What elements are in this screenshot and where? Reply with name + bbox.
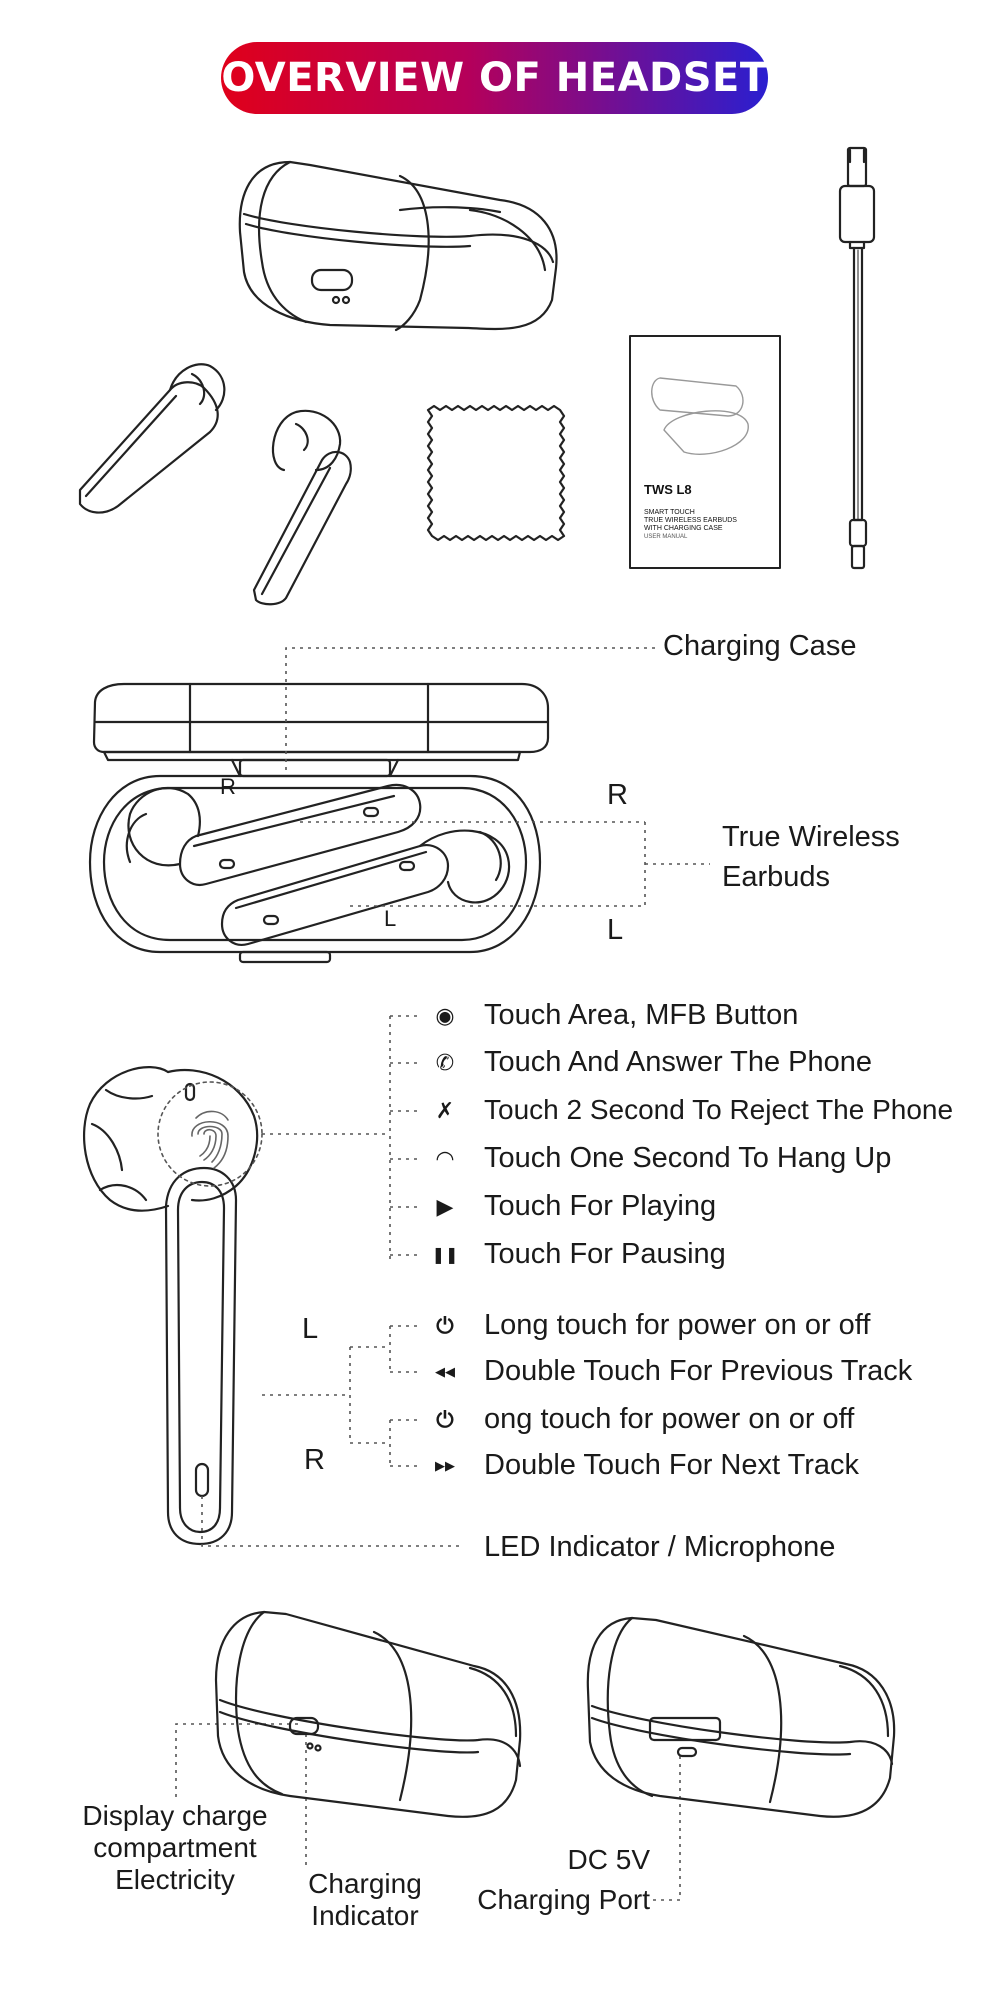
fingerprint-icon: ◉ [435,1003,455,1028]
true-wireless-label: True Wireless [722,821,900,853]
earbuds-label: Earbuds [722,861,831,893]
control-label: ong touch for power on or off [484,1403,855,1435]
cleaning-cloth-image [426,404,566,542]
control-label: Double Touch For Next Track [484,1449,860,1481]
earbud-left-image [78,363,226,514]
control-label: Long touch for power on or off [484,1309,871,1341]
user-manual-image [629,335,781,569]
power-icon: ⏻ [436,1313,454,1338]
play-icon: ▶ [436,1194,454,1219]
open-charging-case-image [88,682,550,964]
charging-case-front-image [214,1610,522,1818]
svg-text:USER MANUAL: USER MANUAL [644,534,688,540]
svg-text:TRUE WIRELESS EARBUDS: TRUE WIRELESS EARBUDS [644,517,737,524]
phone-reject-icon: ✗ [435,1098,455,1123]
manual-model: TWS L8 [644,482,692,497]
led-indicator-label: LED Indicator / Microphone [484,1531,836,1563]
function-label: Touch 2 Second To Reject The Phone [484,1094,954,1125]
previous-track-icon: ◀◀ [435,1364,455,1379]
function-label: Touch Area, MFB Button [484,999,799,1031]
svg-text:WITH CHARGING CASE: WITH CHARGING CASE [644,525,723,532]
usb-cable-image [838,146,876,570]
inner-right-mark: R [220,774,236,799]
charging-indicator-label: Charging Indicator [308,1868,422,1932]
left-earbud-mark: L [302,1313,319,1345]
earbud-closeup-image [83,1066,259,1546]
charging-case-closed-image [238,160,558,332]
svg-text:SMART TOUCH: SMART TOUCH [644,509,695,516]
earbud-right-image [252,409,352,606]
function-label: Touch One Second To Hang Up [484,1142,892,1174]
next-track-icon: ▶▶ [435,1458,455,1473]
right-earbud-mark: R [304,1444,325,1476]
right-mark: R [607,779,628,811]
power-icon: ⏻ [436,1407,454,1432]
function-label: Touch And Answer The Phone [484,1046,873,1078]
page-title-banner: OVERVIEW OF HEADSET [221,42,768,114]
inner-left-mark: L [384,906,397,931]
charging-port-label: Charging Port [477,1884,650,1915]
display-charge-label: Display charge compartment Electricity [82,1800,268,1896]
dc-5v-label: DC 5V [567,1844,650,1875]
touch-area-outline [157,1081,263,1187]
page-title: OVERVIEW OF HEADSET [221,55,768,101]
charging-case-label: Charging Case [663,630,857,662]
function-label: Touch For Pausing [484,1238,726,1270]
charging-case-back-image [586,1616,896,1818]
control-label: Double Touch For Previous Track [484,1355,913,1387]
left-mark: L [607,914,624,946]
pause-icon: ❚❚ [431,1247,459,1264]
phone-answer-icon: ✆ [435,1050,455,1075]
function-label: Touch For Playing [484,1190,717,1222]
fingerprint-icon [191,1110,229,1169]
phone-hangup-icon: ◠ [436,1146,454,1171]
